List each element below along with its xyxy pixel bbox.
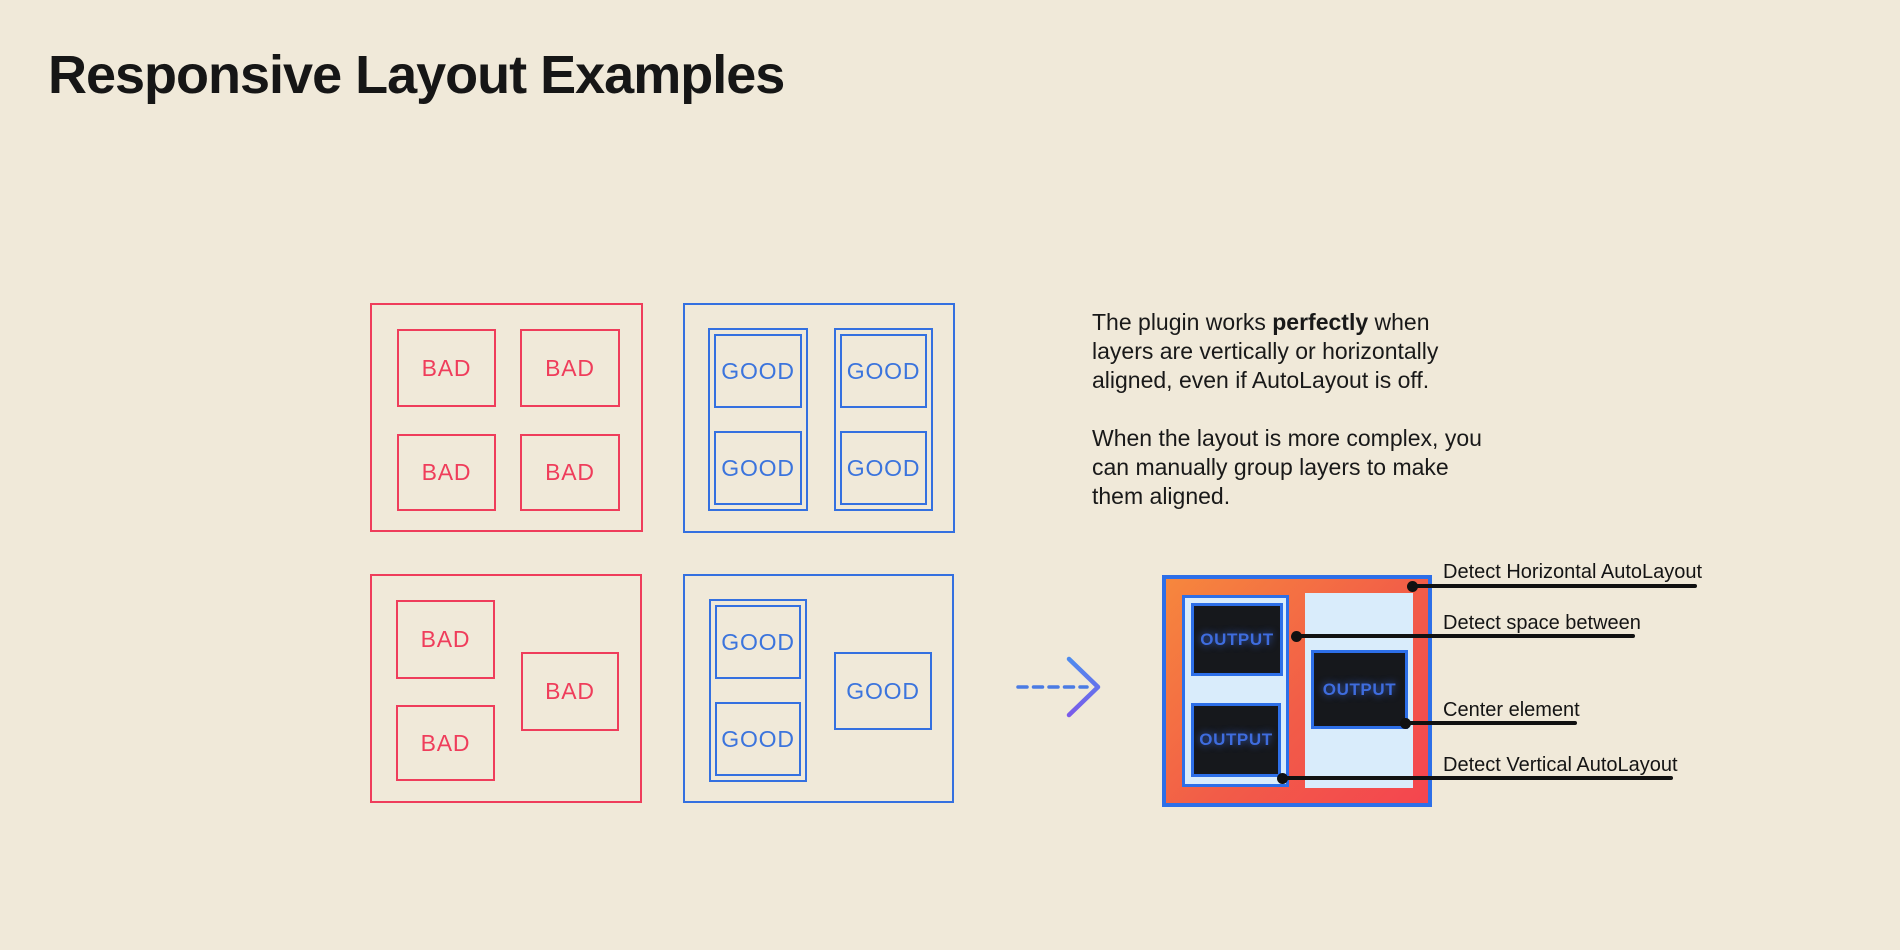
- good-column-group: GOOD GOOD: [708, 328, 808, 511]
- bad-box: BAD: [520, 434, 620, 511]
- bad-group-scattered: BAD BAD BAD: [370, 574, 642, 803]
- page-title: Responsive Layout Examples: [48, 45, 785, 105]
- description-line: can manually group layers to make: [1092, 454, 1449, 480]
- output-preview-frame: OUTPUT OUTPUT OUTPUT: [1162, 575, 1432, 807]
- good-box: GOOD: [715, 605, 801, 679]
- good-column-group: GOOD GOOD: [709, 599, 807, 782]
- description-line: aligned, even if AutoLayout is off.: [1092, 367, 1430, 393]
- good-box: GOOD: [834, 652, 932, 730]
- description-paragraph-2: When the layout is more complex, you can…: [1092, 424, 1562, 511]
- annotation-label: Detect Vertical AutoLayout: [1443, 754, 1678, 776]
- good-box: GOOD: [714, 431, 802, 505]
- annotation-label: Center element: [1443, 699, 1580, 721]
- good-box: GOOD: [840, 431, 927, 505]
- description-line: layers are vertically or horizontally: [1092, 338, 1439, 364]
- transform-arrow-icon: [1016, 656, 1101, 718]
- good-group-grouped: GOOD GOOD GOOD: [683, 574, 954, 803]
- emphasis-word: perfectly: [1272, 309, 1369, 335]
- output-box: OUTPUT: [1311, 650, 1408, 729]
- good-box: GOOD: [715, 702, 801, 776]
- vertical-autolayout-column: OUTPUT OUTPUT: [1182, 595, 1289, 787]
- connector-line: [1405, 721, 1577, 725]
- description-line: The plugin works perfectly when: [1092, 309, 1430, 335]
- description-paragraph-1: The plugin works perfectly when layers a…: [1092, 308, 1562, 395]
- output-box: OUTPUT: [1191, 603, 1283, 676]
- good-column-group: GOOD GOOD: [834, 328, 933, 511]
- bad-box: BAD: [520, 329, 620, 407]
- annotation-label: Detect Horizontal AutoLayout: [1443, 561, 1703, 583]
- annotation-label: Detect space between: [1443, 612, 1641, 634]
- connector-line: [1282, 776, 1673, 780]
- bad-box: BAD: [397, 329, 496, 407]
- description-line: them aligned.: [1092, 483, 1231, 509]
- output-box: OUTPUT: [1191, 703, 1281, 777]
- good-group-grid: GOOD GOOD GOOD GOOD: [683, 303, 955, 533]
- bad-box: BAD: [521, 652, 619, 731]
- bad-box: BAD: [397, 434, 496, 511]
- description-line: When the layout is more complex, you: [1092, 425, 1482, 451]
- good-box: GOOD: [840, 334, 927, 408]
- connector-line: [1296, 634, 1635, 638]
- connector-line: [1412, 584, 1697, 588]
- bad-box: BAD: [396, 705, 495, 781]
- description-text: The plugin works perfectly when layers a…: [1092, 308, 1562, 511]
- bad-group-grid: BAD BAD BAD BAD: [370, 303, 643, 532]
- good-box: GOOD: [714, 334, 802, 408]
- bad-box: BAD: [396, 600, 495, 679]
